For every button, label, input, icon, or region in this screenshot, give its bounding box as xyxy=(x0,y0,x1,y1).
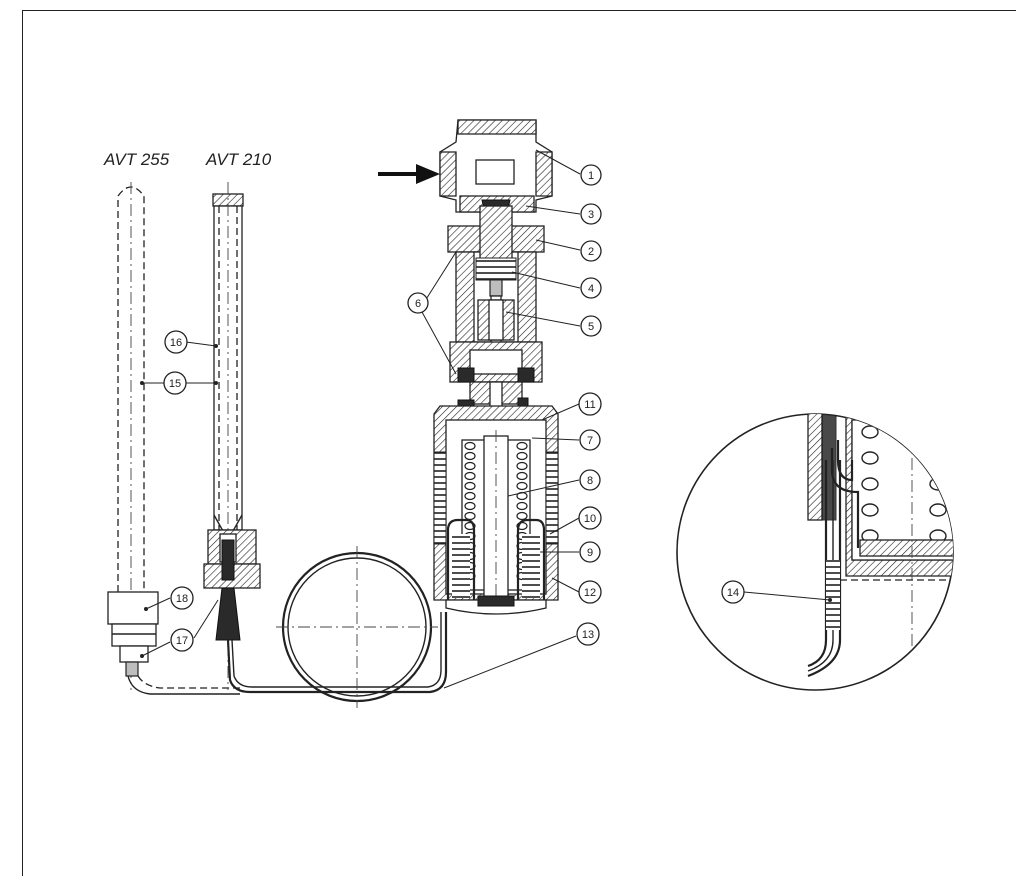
detail-circle xyxy=(676,413,954,691)
spring-coil xyxy=(516,451,528,461)
callout-1: 1 xyxy=(580,164,602,186)
svg-text:15: 15 xyxy=(169,378,181,390)
callout-12: 12 xyxy=(578,580,602,604)
capillary-coil xyxy=(276,546,438,708)
model-label-avt255: AVT 255 xyxy=(103,150,170,169)
callout-11: 11 xyxy=(578,392,602,416)
callout-2: 2 xyxy=(580,240,602,262)
callout-14: 14 xyxy=(721,580,745,604)
model-label-avt210: AVT 210 xyxy=(205,150,272,169)
svg-text:17: 17 xyxy=(176,635,188,647)
svg-text:7: 7 xyxy=(587,435,593,447)
svg-text:10: 10 xyxy=(584,513,596,525)
callout-16: 16 xyxy=(164,330,188,354)
callout-3: 3 xyxy=(580,203,602,225)
svg-text:16: 16 xyxy=(170,337,182,349)
spring-coil xyxy=(464,481,476,491)
spring-coil xyxy=(464,461,476,471)
spring-coil xyxy=(516,461,528,471)
callout-7: 7 xyxy=(579,429,601,451)
svg-text:4: 4 xyxy=(588,283,594,295)
spring-coil xyxy=(464,441,476,451)
spring-coil xyxy=(516,481,528,491)
spring-coil xyxy=(464,451,476,461)
spring-coil xyxy=(516,501,528,511)
spring-coil xyxy=(464,471,476,481)
leader-dots xyxy=(140,344,832,658)
setting-spring xyxy=(461,430,531,612)
callout-10: 10 xyxy=(578,506,602,530)
detail-spring-coil xyxy=(929,425,947,439)
callout-15: 15 xyxy=(163,371,187,395)
spring-coil xyxy=(516,441,528,451)
callout-8: 8 xyxy=(579,469,601,491)
svg-text:12: 12 xyxy=(584,587,596,599)
spring-coil xyxy=(464,501,476,511)
callout-4: 4 xyxy=(580,277,602,299)
detail-spring-coil xyxy=(861,503,879,517)
sensor-avt210 xyxy=(203,182,448,694)
svg-text:11: 11 xyxy=(584,399,595,411)
spring-coil xyxy=(516,471,528,481)
svg-text:8: 8 xyxy=(587,475,593,487)
spring-coil xyxy=(464,491,476,501)
diagram-frame xyxy=(22,10,1016,876)
leader-lines xyxy=(141,149,831,689)
callout-13: 13 xyxy=(576,622,600,646)
spring-coil xyxy=(464,511,476,521)
svg-text:18: 18 xyxy=(176,593,188,605)
svg-text:14: 14 xyxy=(727,587,739,599)
svg-text:5: 5 xyxy=(588,321,594,333)
valve-assembly xyxy=(433,119,559,615)
svg-text:6: 6 xyxy=(415,298,421,310)
svg-text:9: 9 xyxy=(587,547,593,559)
svg-text:1: 1 xyxy=(588,170,594,182)
bellows xyxy=(475,257,517,281)
arrow-right-icon xyxy=(378,164,440,184)
detail-spring-coil xyxy=(929,503,947,517)
detail-spring-coil xyxy=(861,425,879,439)
svg-text:2: 2 xyxy=(588,246,594,258)
svg-text:13: 13 xyxy=(582,629,594,641)
svg-text:3: 3 xyxy=(588,209,594,221)
callout-18: 18 xyxy=(170,586,194,610)
sensor-avt255 xyxy=(107,182,240,695)
callout-5: 5 xyxy=(580,315,602,337)
detail-spring-coil xyxy=(861,451,879,465)
callout-17: 17 xyxy=(170,628,194,652)
detail-spring-coil xyxy=(929,451,947,465)
detail-spring-coil xyxy=(861,477,879,491)
spring-coil xyxy=(516,511,528,521)
callout-9: 9 xyxy=(579,541,601,563)
callout-6: 6 xyxy=(407,292,429,314)
